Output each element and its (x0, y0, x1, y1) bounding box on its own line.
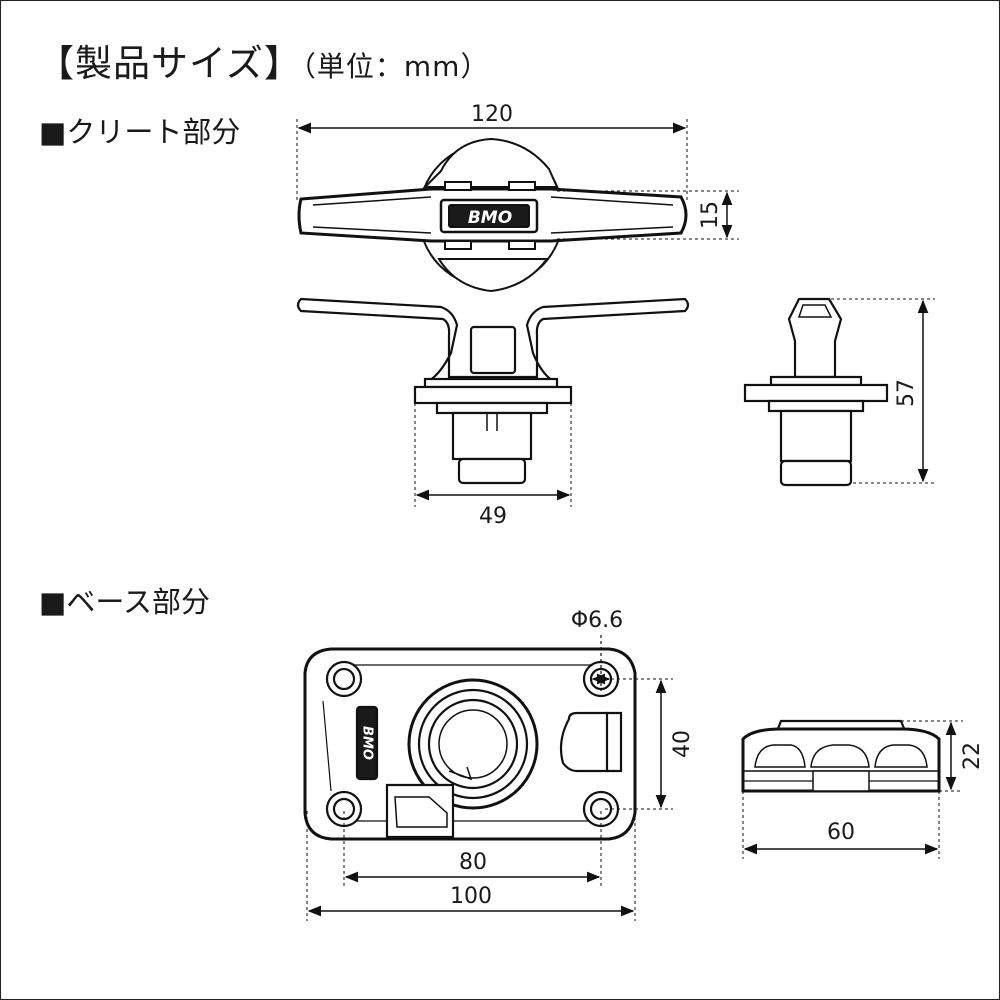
base-side-view (741, 719, 941, 793)
dim-label-49: 49 (479, 504, 507, 529)
dim-label-57: 57 (894, 379, 919, 407)
dim-cleat-thickness (557, 190, 739, 240)
base-top-view (303, 647, 637, 841)
dim-hole-spacing-horizontal (343, 811, 602, 889)
unit-note: （単位：mm） (301, 50, 490, 83)
dim-label-22: 22 (960, 742, 985, 770)
dim-label-40: 40 (670, 730, 695, 758)
cleat-front-view (296, 297, 690, 485)
dim-cleat-height (831, 298, 935, 484)
cleat-side-view (743, 297, 889, 487)
dim-label-120: 120 (471, 102, 513, 127)
cleat-top-view (297, 137, 688, 293)
section-heading-cleat: ■クリート部分 (39, 115, 241, 149)
dim-cleat-width (296, 119, 688, 201)
dim-hole-spacing-vertical (605, 678, 673, 810)
dim-label-60: 60 (827, 820, 855, 845)
dim-label-15: 15 (698, 201, 723, 229)
dim-base-height (901, 720, 963, 792)
bmo-logo-text: BMO (468, 208, 512, 228)
section-heading-base: ■ベース部分 (39, 585, 210, 619)
base-bmo-logo-text: BMO (360, 726, 375, 760)
dim-base-width (742, 791, 940, 859)
dim-label-80: 80 (459, 850, 487, 875)
dim-label-phi6.6: Φ6.6 (571, 608, 623, 633)
dim-base-length (306, 811, 636, 921)
title-text: 【製品サイズ】 (37, 42, 302, 85)
dim-label-100: 100 (450, 884, 492, 909)
page-title: 【製品サイズ】（単位：mm） (37, 33, 489, 87)
dim-cleat-base-width (414, 403, 572, 507)
